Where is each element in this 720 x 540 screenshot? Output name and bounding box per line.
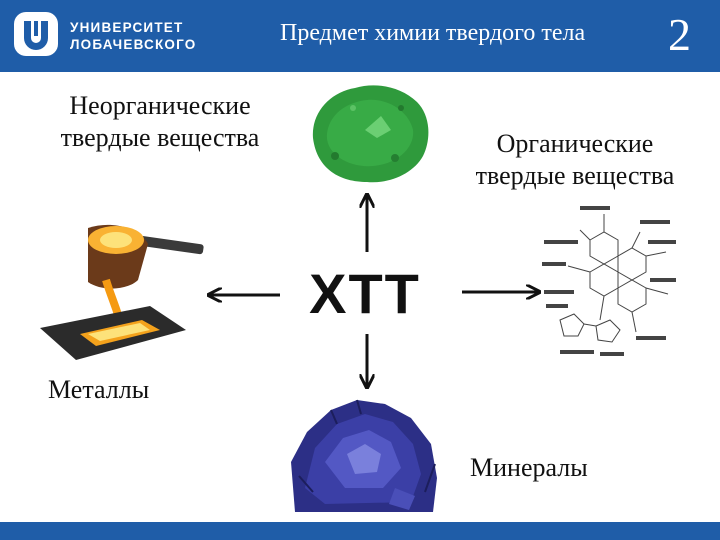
footer-bar xyxy=(0,522,720,540)
organic-molecule-structure-image xyxy=(540,200,680,370)
blue-mineral-image xyxy=(285,392,445,522)
molten-metal-image xyxy=(30,210,210,370)
green-powder-image xyxy=(305,78,435,188)
